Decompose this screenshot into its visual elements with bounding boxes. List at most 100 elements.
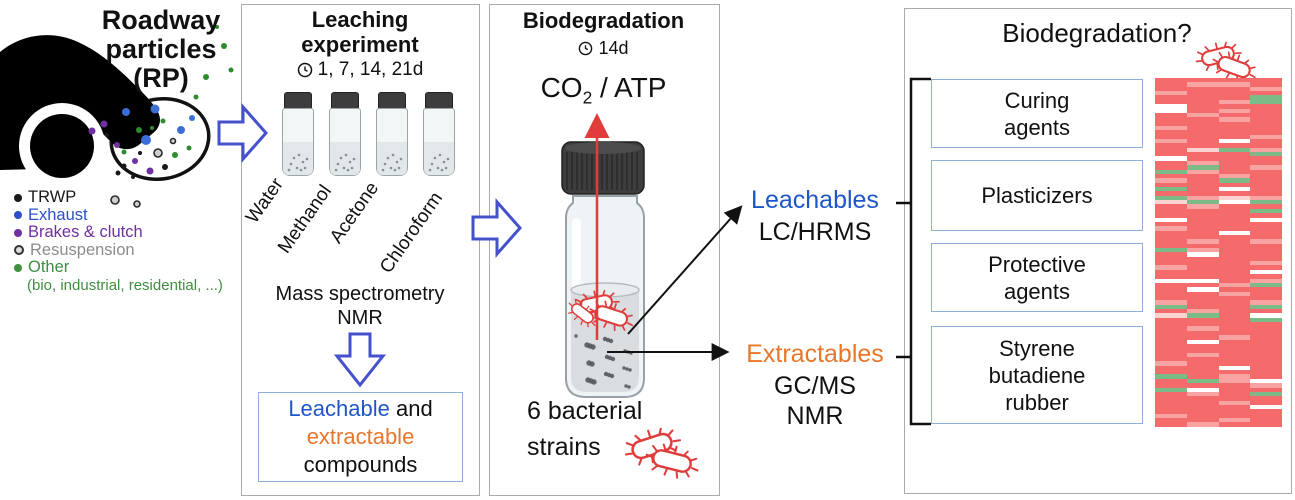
heatmap-cell (1155, 173, 1187, 179)
heatmap-cell (1218, 422, 1251, 427)
heatmap-row (1155, 134, 1282, 140)
particle-dot (114, 142, 120, 148)
heatmap-cell (1250, 422, 1282, 427)
heatmap-cell (1186, 160, 1219, 166)
heatmap-cell (1250, 200, 1282, 205)
heatmap-cell (1186, 195, 1219, 201)
heatmap-cell (1218, 186, 1251, 192)
heatmap-cell (1250, 248, 1282, 253)
category-plasticizers: Plasticizers (931, 160, 1143, 231)
heatmap-cell (1186, 217, 1219, 222)
legend-label: Other (28, 258, 70, 277)
heatmap-cell (1186, 204, 1219, 209)
heatmap-cell (1218, 169, 1251, 174)
heatmap-cell (1250, 278, 1282, 283)
heatmap-cell (1155, 95, 1187, 100)
heatmap-cell (1218, 300, 1251, 305)
heatmap-cell (1250, 274, 1282, 279)
heatmap-row (1155, 391, 1282, 397)
heatmap-cell (1218, 361, 1251, 366)
heatmap-cell (1250, 95, 1282, 100)
heatmap-cell (1250, 134, 1282, 140)
heatmap-cell (1155, 409, 1187, 414)
heatmap-row (1155, 387, 1282, 392)
heatmap-cell (1250, 239, 1282, 244)
heatmap-row (1155, 317, 1282, 323)
heatmap-row (1155, 396, 1282, 401)
heatmap-cell (1186, 300, 1219, 305)
atp-rest: / ATP (592, 72, 667, 103)
biodegradation-duration: 14d (489, 38, 718, 59)
heatmap-cell (1155, 230, 1187, 235)
heatmap-cell (1186, 282, 1219, 288)
heatmap-cell (1186, 117, 1219, 122)
heatmap-row (1155, 186, 1282, 192)
co2-base: CO (540, 72, 583, 103)
heatmap-cell (1186, 404, 1219, 410)
legend-label: TRWP (28, 188, 77, 207)
heatmap-row (1155, 282, 1282, 288)
heatmap-cell (1186, 335, 1219, 340)
heatmap-cell (1155, 370, 1187, 375)
heatmap-row (1155, 230, 1282, 235)
heatmap-cell (1250, 287, 1282, 292)
particle-dot (162, 164, 168, 170)
heatmap-cell (1155, 178, 1187, 183)
heatmap-cell (1155, 391, 1187, 397)
heatmap-row (1155, 191, 1282, 196)
heatmap-row (1155, 78, 1282, 83)
heatmap-cell (1155, 269, 1187, 275)
heatmap-row (1155, 91, 1282, 96)
heatmap-cell (1250, 121, 1282, 126)
heatmap-row (1155, 256, 1282, 262)
heatmap-cell (1218, 309, 1251, 314)
heatmap-cell (1186, 152, 1219, 157)
heatmap-row (1155, 143, 1282, 148)
legend-item: Other (14, 258, 223, 277)
particle-dot (131, 175, 135, 179)
heatmap-cell (1186, 383, 1219, 388)
heatmap-row (1155, 169, 1282, 174)
heatmap-cell (1250, 387, 1282, 392)
vial-methanol (329, 92, 361, 176)
vial-particles (381, 153, 403, 172)
legend-item: TRWP (14, 188, 223, 207)
heatmap-cell (1250, 117, 1282, 122)
heatmap-cell (1250, 147, 1282, 153)
heatmap-cell (1218, 173, 1251, 179)
heatmap-cell (1218, 409, 1251, 414)
biodegradation-duration-text: 14d (598, 38, 629, 58)
heatmap-cell (1218, 400, 1251, 405)
heatmap-cell (1250, 99, 1282, 105)
particle-dot (186, 145, 192, 151)
heatmap-row (1155, 86, 1282, 92)
heatmap-row (1155, 409, 1282, 414)
heatmap-cell (1155, 256, 1187, 262)
heatmap-cell (1250, 191, 1282, 196)
heatmap-cell (1186, 82, 1219, 87)
particle-dot (100, 120, 108, 128)
particle-dot (153, 148, 163, 158)
heatmap-cell (1186, 361, 1219, 366)
particle-dot (203, 74, 209, 80)
heatmap-cell (1218, 121, 1251, 126)
vial-body (376, 108, 408, 176)
heatmap-cell (1155, 125, 1187, 131)
heatmap-cell (1218, 322, 1251, 327)
heatmap-row (1155, 112, 1282, 118)
particle-dot (160, 118, 166, 124)
heatmap-cell (1155, 404, 1187, 410)
heatmap-row (1155, 400, 1282, 405)
heatmap-row (1155, 121, 1282, 126)
heatmap-cell (1218, 287, 1251, 292)
heatmap-cell (1186, 291, 1219, 296)
heatmap-cell (1155, 134, 1187, 140)
heatmap-row (1155, 330, 1282, 336)
clock-icon (579, 41, 593, 56)
heatmap-row (1155, 322, 1282, 327)
heatmap-cell (1186, 134, 1219, 140)
particle-dot (146, 167, 154, 175)
heatmap-row (1155, 265, 1282, 270)
heatmap-cell (1155, 304, 1187, 310)
heatmap-cell (1218, 91, 1251, 96)
